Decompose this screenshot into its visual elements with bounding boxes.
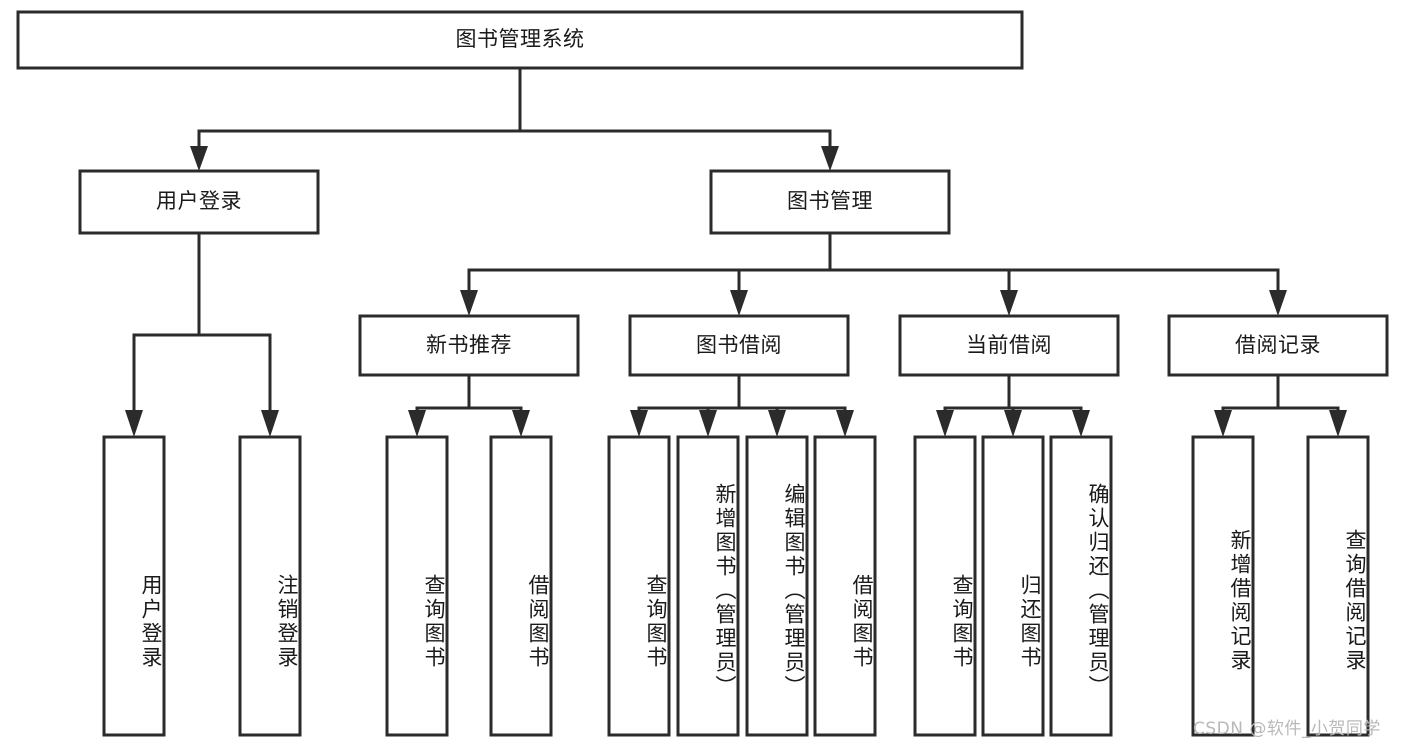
arrow-to-leaf-add-book [699,410,717,437]
connector-layer [125,66,1347,437]
node-box-layer [16,10,1389,737]
node-book-borrow-box[interactable] [628,314,850,377]
node-leaf-add-book-box[interactable] [676,435,740,737]
arrow-to-leaf-add-record [1214,410,1232,437]
node-leaf-borrow-book-box[interactable] [813,435,877,737]
arrow-to-leaf-query-record [1329,410,1347,437]
arrow-to-book-manage [821,146,839,171]
arrow-to-borrow-record [1269,290,1287,316]
node-root-box[interactable] [16,10,1024,70]
arrow-to-leaf-query-book-borrow [630,410,648,437]
node-leaf-edit-book-box[interactable] [745,435,809,737]
arrow-to-new-book-rec [460,290,478,316]
node-leaf-add-record-box[interactable] [1191,435,1255,737]
node-borrow-record-box[interactable] [1167,314,1389,377]
node-leaf-query-book-rec-box[interactable] [385,435,449,737]
node-book-manage-box[interactable] [709,169,951,235]
arrow-to-leaf-query-book-current [936,410,954,437]
arrow-to-book-borrow [730,290,748,316]
node-leaf-query-record-box[interactable] [1306,435,1370,737]
node-leaf-logout-box[interactable] [238,435,302,737]
arrow-to-leaf-logout [261,410,279,437]
node-leaf-query-book-current-box[interactable] [913,435,977,737]
node-leaf-query-book-borrow-box[interactable] [607,435,671,737]
arrow-to-leaf-query-book-rec [408,410,426,437]
arrow-to-leaf-borrow-book [836,410,854,437]
arrow-to-leaf-confirm-return [1072,410,1090,437]
node-leaf-confirm-return-box[interactable] [1049,435,1113,737]
arrow-to-current-borrow [1000,290,1018,316]
arrow-to-user-login [190,146,208,171]
node-leaf-return-book-box[interactable] [981,435,1045,737]
arrow-to-leaf-user-login [125,410,143,437]
node-current-borrow-box[interactable] [898,314,1120,377]
node-new-book-rec-box[interactable] [358,314,580,377]
node-leaf-borrow-book-rec-box[interactable] [489,435,553,737]
arrow-to-leaf-edit-book [768,410,786,437]
node-user-login-box[interactable] [78,169,320,235]
csdn-watermark: CSDN @软件_小贺同学 [1193,719,1381,739]
node-leaf-user-login-box[interactable] [102,435,166,737]
arrow-to-leaf-return-book [1004,410,1022,437]
arrow-to-leaf-borrow-book-rec [512,410,530,437]
